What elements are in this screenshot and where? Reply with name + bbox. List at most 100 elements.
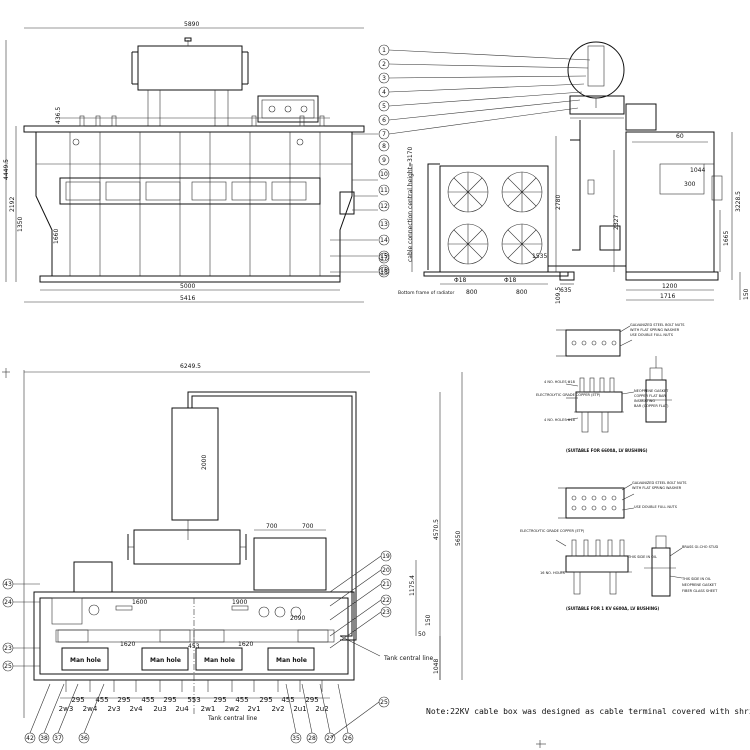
terminal-2u3: 2u3 xyxy=(153,705,166,713)
dim-side-w1716: 1716 xyxy=(660,293,675,300)
dim-plan-w1600: 1600 xyxy=(132,599,147,606)
terminal-2u4: 2u4 xyxy=(175,705,189,713)
side-fans xyxy=(447,171,543,265)
plan-conservator-horizontal xyxy=(133,529,241,565)
lower-note-10: FIBER GLASS SHEET xyxy=(682,589,718,593)
upper-caption: (SUITABLE FOR 6600A, LV BUSHING) xyxy=(566,448,648,453)
side-callout-17-label: 17 xyxy=(380,255,388,262)
side-callout-6: 6 xyxy=(378,114,390,126)
dim-front-top-width: 5890 xyxy=(184,21,199,28)
side-callout-3: 3 xyxy=(378,72,390,84)
terminal-2w4: 2w4 xyxy=(83,705,98,713)
dim-plan-w700b: 700 xyxy=(302,523,314,530)
front-conservator xyxy=(137,45,243,91)
dim-plan-w50: 50 xyxy=(418,631,426,638)
upper-note-7: BAR (COPPER FLAT) xyxy=(634,404,669,408)
dim-side-w800a: 800 xyxy=(466,289,478,296)
plan-callout-right-25-5: 25 xyxy=(378,696,390,708)
bottom-dim-8: 295 xyxy=(259,696,272,704)
plan-callout-left-23-2-label: 23 xyxy=(4,645,12,652)
side-callout-18: 18 xyxy=(378,266,390,278)
side-callout-13: 13 xyxy=(378,218,390,230)
plan-view: 6249.5 2000 700 700 Man hole xyxy=(2,363,463,744)
bottom-dim-3: 455 xyxy=(141,696,154,704)
lv-bushing-detail-upper: GALVANIZED STEEL BOLT NUTS WITH FLAT SPR… xyxy=(536,323,685,453)
plan-callout-right-22-3: 22 xyxy=(380,594,392,606)
plan-callout-right-19-0-label: 19 xyxy=(382,553,390,560)
plan-callout-left-24-1: 24 xyxy=(2,596,14,608)
plan-callout-right-20-1-label: 20 xyxy=(382,567,390,574)
dim-front-h-tank: 2192 xyxy=(9,197,16,212)
dim-side-w300: 300 xyxy=(684,181,696,188)
lower-note-8: THIS SIDE IN OIL xyxy=(681,577,711,581)
side-callout-16: 16 xyxy=(378,264,390,276)
plan-callout-right-19-0: 19 xyxy=(380,550,392,562)
dim-side-cable-h: cable connection central height=3170 xyxy=(407,147,414,262)
dim-plan-h-a: 4570.5 xyxy=(433,519,440,540)
dim-plan-w1620b: 1620 xyxy=(238,641,253,648)
side-callout-7-label: 7 xyxy=(382,131,386,138)
cable-box-note: Note:22KV cable box was designed as cabl… xyxy=(426,707,750,716)
lower-caption: (SUITABLE FOR 1 KV 6600A, LV BUSHING) xyxy=(566,606,659,611)
dim-front-base-inner: 5000 xyxy=(180,283,195,290)
dim-front-h-inner: 1660 xyxy=(53,229,60,244)
front-cable-box xyxy=(257,95,319,123)
dim-front-h-total: 4449.5 xyxy=(3,159,10,180)
side-callout-3-label: 3 xyxy=(382,75,386,82)
plan-callout-left-43-0-label: 43 xyxy=(4,581,12,588)
plan-pipe xyxy=(187,391,357,641)
side-callout-5-label: 5 xyxy=(382,103,386,110)
side-callout-16-label: 16 xyxy=(380,267,388,274)
plan-callout-right-22-3-label: 22 xyxy=(382,597,390,604)
bottom-dim-9: 455 xyxy=(281,696,294,704)
dim-plan-h-c: 1048 xyxy=(433,659,440,674)
dim-plan-h-total: 5650 xyxy=(455,531,462,546)
plan-callout-bottom-35: 35 xyxy=(290,732,302,744)
dim-side-h1: 2780 xyxy=(555,195,562,210)
front-radiator-band xyxy=(59,177,321,205)
plan-callout-right-23-4-label: 23 xyxy=(382,609,390,616)
plan-conservator xyxy=(171,407,219,521)
terminal-2w2: 2w2 xyxy=(225,705,240,713)
upper-note-4: NEOPRENE GASKET xyxy=(634,389,669,393)
upper-note-2: WITH FLAT SPRING WASHER xyxy=(630,328,680,332)
plan-callout-bottom-42-label: 42 xyxy=(26,735,34,742)
dim-front-base-total: 5416 xyxy=(180,295,195,302)
plan-callout-bottom-28-label: 28 xyxy=(308,735,316,742)
side-callout-17: 17 xyxy=(378,252,390,264)
upper-note-8: 4 NO. HOLES Φ18 xyxy=(544,380,575,384)
side-callout-1: 1 xyxy=(378,44,390,56)
dim-side-h3: 1665 xyxy=(723,231,730,246)
dim-front-h-rad: 1350 xyxy=(17,217,24,232)
lower-note-4: USE DOUBLE FULL NUTS xyxy=(634,505,678,509)
upper-note-3: USE DOUBLE FULL NUTS xyxy=(630,333,674,337)
plan-callout-bottom-28: 28 xyxy=(306,732,318,744)
side-conservator xyxy=(567,41,625,99)
side-callout-10-label: 10 xyxy=(380,171,388,178)
manhole-label-1: Man hole xyxy=(70,657,101,664)
side-callout-14-label: 14 xyxy=(380,237,388,244)
plan-callout-right-21-2: 21 xyxy=(380,578,392,590)
bottom-dim-1: 455 xyxy=(95,696,108,704)
bottom-dim-7: 455 xyxy=(235,696,248,704)
side-relay-box xyxy=(569,95,625,115)
lower-note-1: GALVANIZED STEEL BOLT NUTS xyxy=(632,481,687,485)
terminal-2w3: 2w3 xyxy=(59,705,74,713)
plan-callout-bottom-36: 36 xyxy=(78,732,90,744)
side-callout-9-label: 9 xyxy=(382,157,386,164)
front-base xyxy=(39,275,341,283)
bottom-dim-10: 295 xyxy=(305,696,318,704)
plan-callout-left-25-3: 25 xyxy=(2,660,14,672)
plan-callout-bottom-37: 37 xyxy=(52,732,64,744)
plan-callout-left-43-0: 43 xyxy=(2,578,14,590)
upper-note-6: INSULATING xyxy=(634,399,655,403)
plan-callout-right-21-2-label: 21 xyxy=(382,581,390,588)
bottom-dim-5: 553 xyxy=(187,696,200,704)
side-callout-13-label: 13 xyxy=(380,221,388,228)
plan-callout-left-25-3-label: 25 xyxy=(4,663,12,670)
manhole-label-3: Man hole xyxy=(204,657,235,664)
upper-note-1: GALVANIZED STEEL BOLT NUTS xyxy=(630,323,685,327)
